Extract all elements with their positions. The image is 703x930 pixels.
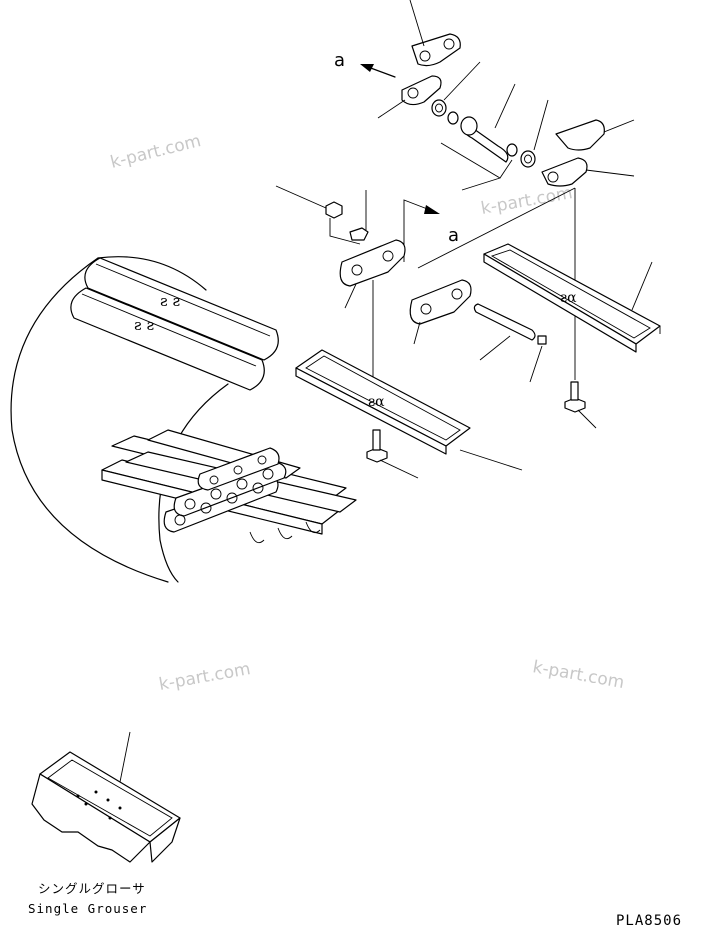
track-shoe-left: ƨα bbox=[295, 349, 523, 471]
svg-text:ƨ ƨ: ƨ ƨ bbox=[134, 316, 154, 334]
bushing bbox=[460, 83, 516, 163]
watermark-4: k-part.com bbox=[531, 657, 626, 693]
arrow-label-a-upper: a bbox=[334, 50, 345, 71]
seal-ring-right bbox=[520, 99, 549, 168]
track-assembly: ƨ ƨ ƨ ƨ bbox=[10, 256, 357, 583]
master-link-upper bbox=[409, 0, 461, 67]
shoe-bolt-right bbox=[564, 381, 597, 429]
caption-japanese: シングルグローサ bbox=[38, 881, 146, 896]
caption-english: Single Grouser bbox=[28, 901, 147, 916]
track-pin bbox=[473, 303, 536, 361]
drawing-code: PLA8506 bbox=[616, 913, 682, 929]
bolt-short bbox=[349, 190, 369, 241]
direction-arrow-a-upper: a bbox=[334, 50, 396, 78]
svg-text:ƨα: ƨα bbox=[368, 394, 385, 410]
master-link-half bbox=[377, 75, 442, 119]
svg-text:ƨα: ƨα bbox=[560, 290, 577, 306]
watermark-1: k-part.com bbox=[108, 131, 203, 173]
arrow-label-a-lower: a bbox=[448, 225, 459, 246]
svg-text:ƨ ƨ: ƨ ƨ bbox=[160, 292, 180, 310]
direction-arrow-a-lower: a bbox=[403, 199, 459, 262]
seal-ring-left bbox=[431, 61, 481, 117]
master-link-right-lower bbox=[541, 157, 635, 187]
single-grouser-shoe bbox=[31, 731, 181, 863]
pin-small bbox=[529, 335, 547, 383]
spacer-right bbox=[506, 143, 518, 157]
watermark-3: k-part.com bbox=[157, 659, 252, 695]
nut bbox=[275, 185, 361, 245]
master-link-right-top bbox=[555, 119, 635, 151]
spacer-left bbox=[447, 111, 459, 125]
shoe-bolt-left bbox=[366, 429, 419, 479]
track-shoe-right: ƨα bbox=[483, 243, 661, 353]
master-link-left bbox=[339, 239, 406, 309]
master-link-center bbox=[409, 279, 472, 345]
watermark-2: k-part.com bbox=[479, 183, 574, 219]
